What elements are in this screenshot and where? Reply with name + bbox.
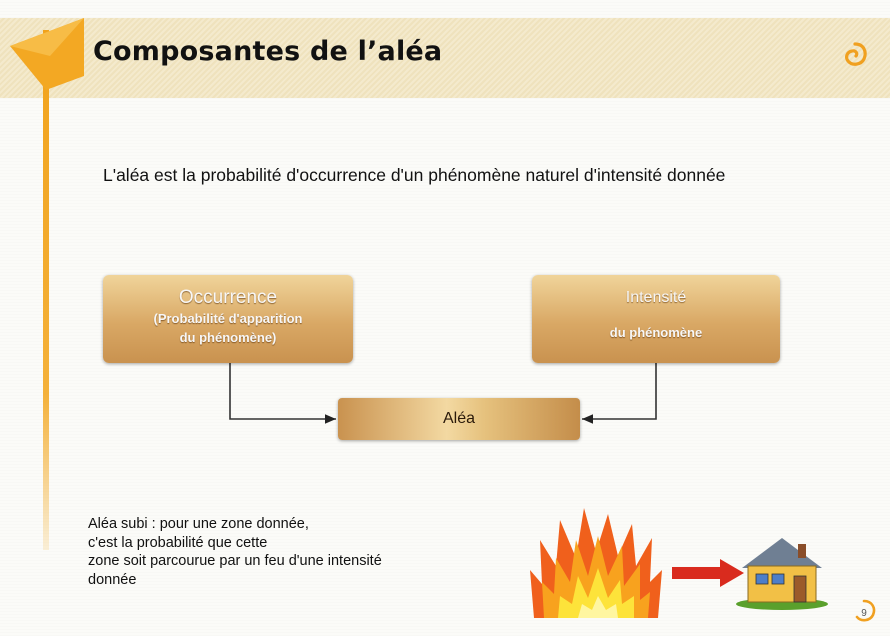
- connector-occurrence-alea: [229, 363, 336, 424]
- alea-title: Aléa: [442, 410, 476, 427]
- flag-icon: [10, 18, 84, 90]
- occurrence-subtitle-1: (Probabilité d'apparition: [153, 311, 303, 326]
- note-line-3: zone soit parcourue par un feu d'une int…: [88, 553, 382, 569]
- alea-box: Aléa: [338, 398, 580, 440]
- occurrence-subtitle-2: du phénomène): [179, 330, 277, 345]
- note-line-1: Aléa subi : pour une zone donnée,: [88, 516, 309, 532]
- swirl-icon: [845, 42, 867, 66]
- red-arrow-icon: [672, 559, 744, 587]
- note-line-2: c'est la probabilité que cette: [88, 534, 268, 551]
- intensite-box: Intensité du phénomène: [532, 275, 780, 363]
- house-icon: [736, 538, 828, 610]
- connector-intensite-alea: [582, 363, 657, 424]
- header-band: [0, 18, 890, 98]
- intensite-subtitle: du phénomène: [609, 325, 703, 340]
- fire-icon: [530, 508, 662, 618]
- page-number: 9: [861, 608, 867, 619]
- page-number-badge: 9: [855, 599, 876, 622]
- flag-pole: [43, 30, 49, 550]
- occurrence-box: Occurrence (Probabilité d'apparition du …: [103, 275, 353, 363]
- intensite-title: Intensité: [625, 289, 687, 306]
- intro-text: L'aléa est la probabilité d'occurrence d…: [103, 165, 726, 185]
- slide-title: Composantes de l’aléa: [93, 36, 443, 67]
- alea-subi-note: Aléa subi : pour une zone donnée, c'est …: [88, 515, 518, 589]
- note-line-4: donnée: [88, 571, 137, 588]
- occurrence-title: Occurrence: [178, 287, 278, 308]
